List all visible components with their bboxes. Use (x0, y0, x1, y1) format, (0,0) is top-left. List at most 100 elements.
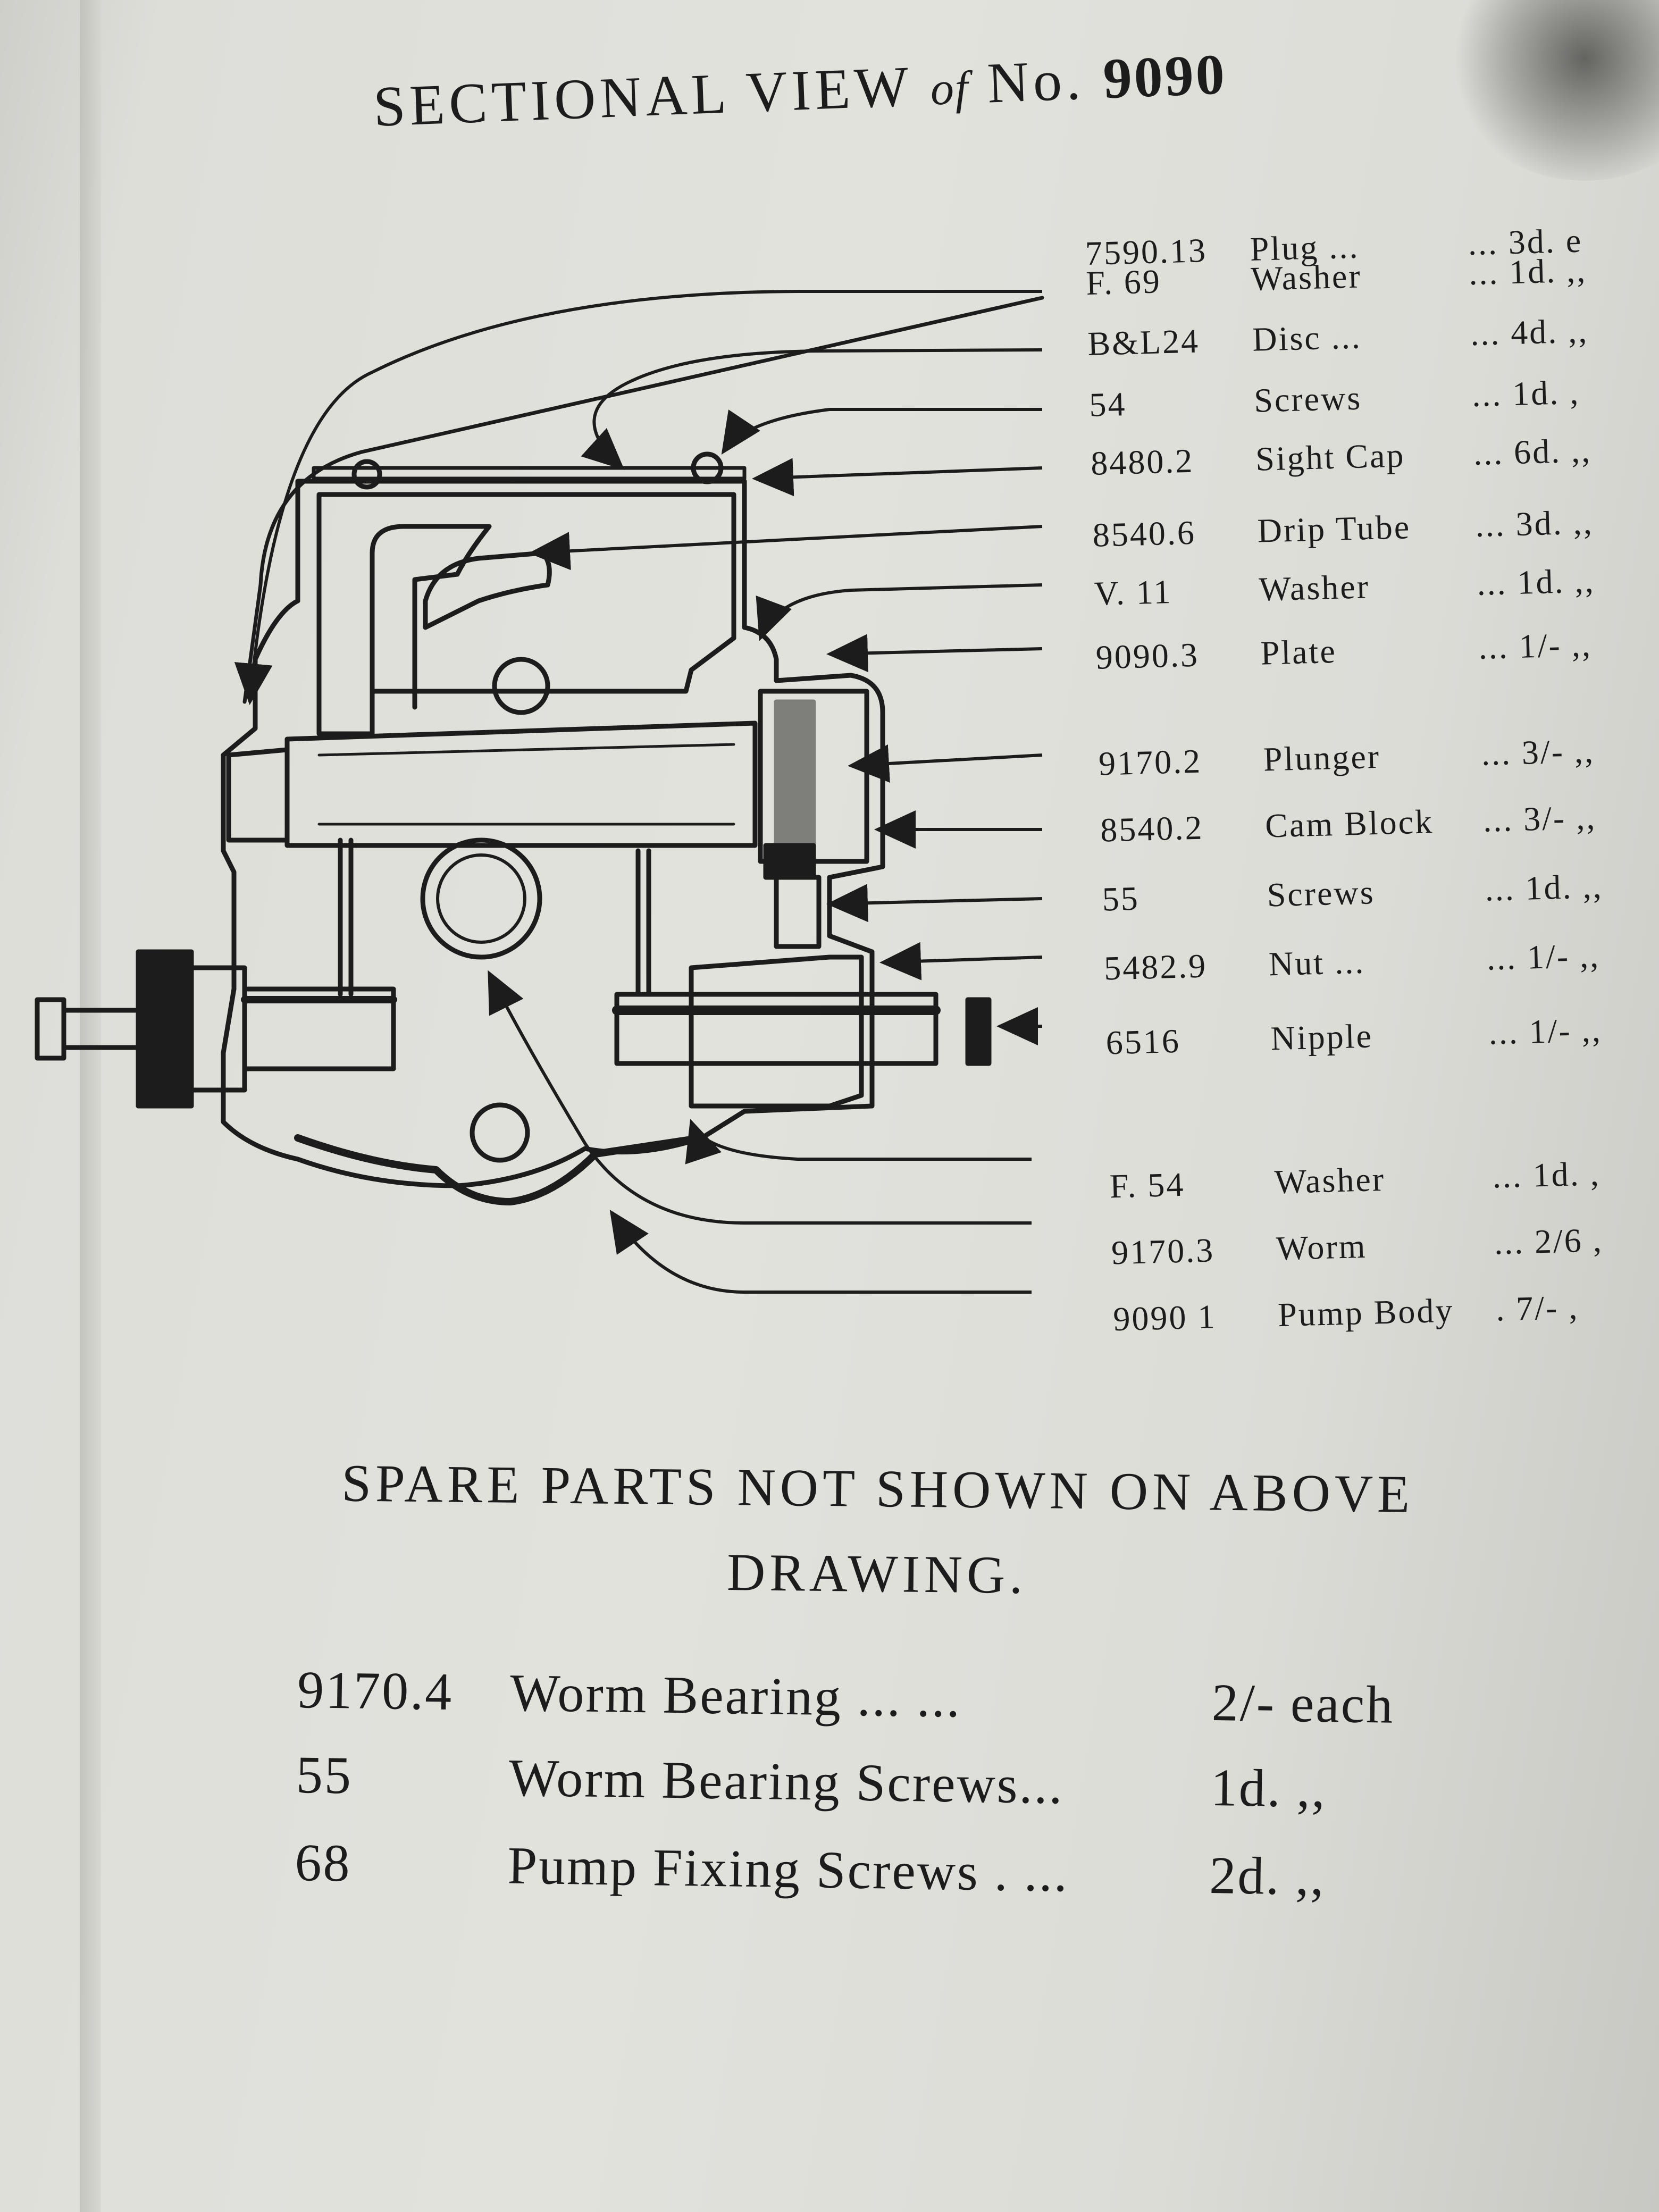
part-price: ... 1d. , (1471, 373, 1581, 414)
part-number: 8540.2 (1100, 808, 1204, 849)
leader-drip-tube (529, 525, 1043, 571)
leader-pump-body (609, 1210, 1032, 1294)
part-number: 54 (1088, 385, 1127, 424)
spare-price: 1d. ,, (1210, 1757, 1327, 1819)
leader-plate (826, 634, 1043, 673)
spare-parts-list: 9170.4 Worm Bearing ... ... 2/- each 55 … (294, 1659, 1521, 1953)
part-name: Nut ... (1268, 942, 1365, 983)
part-price: ... 3d. ,, (1474, 503, 1594, 544)
part-row: 8540.2 Cam Block ... 3/- ,, (1100, 795, 1659, 853)
part-number: 55 (1101, 879, 1140, 918)
spare-name: Worm Bearing Screws... (508, 1748, 1065, 1815)
part-row: 9090.3 Plate ... 1/- ,, (1095, 623, 1659, 681)
left-nipple (35, 997, 66, 1061)
part-name: Disc ... (1252, 317, 1362, 358)
part-row: 54 Screws ... 1d. , (1088, 370, 1659, 428)
part-price: ... 4d. ,, (1470, 312, 1589, 353)
drip-tube-hook (423, 550, 552, 630)
part-row: 8540.6 Drip Tube ... 3d. ,, (1092, 500, 1659, 558)
spare-number: 55 (296, 1745, 353, 1805)
pump-hole-upper (492, 657, 550, 715)
part-row: 55 Screws ... 1d. ,, (1102, 865, 1659, 923)
part-name: Washer (1258, 567, 1370, 608)
part-price: ... 1/- ,, (1488, 1011, 1603, 1052)
part-row: 9170.3 Worm ... 2/6 , (1111, 1218, 1659, 1276)
part-row: 9090 1 Pump Body . 7/- , (1112, 1285, 1659, 1343)
part-price: ... 6d. ,, (1473, 431, 1592, 472)
worm-ring-outer (420, 837, 542, 960)
spare-number: 9170.4 (297, 1660, 454, 1722)
sight-cap (312, 466, 747, 481)
part-number: 9170.3 (1111, 1231, 1216, 1272)
part-number: 9090 1 (1112, 1297, 1217, 1338)
part-name: Plunger (1263, 737, 1381, 778)
bottom-washer (294, 1134, 706, 1205)
spare-price: 2/- each (1211, 1673, 1395, 1735)
leader-washer-v11 (756, 583, 1043, 641)
part-name: Nipple (1270, 1017, 1373, 1058)
part-price: ... 1d. ,, (1484, 867, 1604, 908)
part-name: Pump Body (1277, 1291, 1455, 1334)
worm-ring-inner (436, 853, 526, 944)
part-price: ... 2/6 , (1493, 1221, 1604, 1262)
leader-nut (879, 942, 1043, 981)
part-name: Washer (1273, 1160, 1386, 1201)
part-row: 6516 Nipple ... 1/- ,, (1105, 1008, 1659, 1066)
drip-tube (370, 524, 492, 710)
part-name: Drip Tube (1256, 508, 1411, 550)
part-number: B&L24 (1087, 322, 1200, 363)
part-row: F. 54 Washer ... 1d. , (1109, 1152, 1659, 1210)
spare-heading-line2: DRAWING. (726, 1543, 1027, 1605)
leader-disc (581, 348, 1043, 471)
leader-screws-54 (721, 408, 1042, 455)
central-shaft (284, 720, 758, 848)
feed-pipe (242, 296, 1044, 704)
part-price: ... 1/- ,, (1486, 936, 1601, 977)
part-number: F. 54 (1109, 1165, 1186, 1205)
spare-name: Pump Fixing Screws . ... (507, 1836, 1069, 1903)
part-price: ... 1d. ,, (1468, 251, 1588, 292)
part-name: Plate (1260, 632, 1337, 672)
leader-worm (488, 970, 1032, 1225)
leader-washer-f54 (685, 1119, 1032, 1164)
cap-screw-right (691, 451, 724, 484)
part-name: Worm (1276, 1227, 1368, 1268)
spare-parts-heading: SPARE PARTS NOT SHOWN ON ABOVE DRAWING. (238, 1439, 1516, 1623)
part-price: ... 3/- ,, (1480, 732, 1595, 773)
spare-name: Worm Bearing ... ... (509, 1663, 962, 1729)
part-row: V. 11 Washer ... 1d. ,, (1094, 559, 1659, 617)
spare-heading-line1: SPARE PARTS NOT SHOWN ON ABOVE (341, 1453, 1414, 1524)
part-number: V. 11 (1093, 572, 1173, 613)
part-price: ... 1/- ,, (1478, 625, 1593, 666)
part-number: 8540.6 (1092, 513, 1196, 554)
part-number: 9170.2 (1098, 742, 1202, 783)
part-number: F. 69 (1085, 262, 1162, 302)
part-row: 8480.2 Sight Cap ... 6d. ,, (1090, 429, 1659, 487)
part-name: Cam Block (1264, 802, 1434, 845)
leader-sight-cap (752, 458, 1043, 497)
part-name: Sight Cap (1255, 436, 1406, 478)
part-number: 6516 (1105, 1021, 1181, 1062)
leader-plunger (848, 744, 1043, 783)
part-name: Screws (1266, 873, 1376, 914)
cap-screw-left (351, 459, 382, 490)
part-number: 9090.3 (1095, 635, 1200, 676)
part-name: Screws (1253, 379, 1363, 420)
part-name: Washer (1250, 257, 1362, 298)
parts-list: 7590.13 Plug ... ... 3d. e F. 69 Washer … (1085, 219, 1659, 1351)
pump-hole-lower (470, 1102, 530, 1163)
spare-row: 68 Pump Fixing Screws . ... 2d. ,, (295, 1832, 1519, 1918)
part-price: ... 1d. , (1492, 1154, 1601, 1195)
part-price: ... 3/- ,, (1482, 798, 1597, 839)
leader-screws-55 (826, 884, 1043, 923)
page-gutter (80, 0, 101, 2212)
right-nipple (614, 992, 939, 1066)
part-price: . 7/- , (1495, 1288, 1580, 1328)
spare-price: 2d. ,, (1209, 1845, 1326, 1907)
part-row: 5482.9 Nut ... ... 1/- ,, (1103, 934, 1659, 992)
part-row: B&L24 Disc ... ... 4d. ,, (1087, 309, 1659, 367)
part-number: 8480.2 (1090, 441, 1195, 482)
part-row: 9170.2 Plunger ... 3/- ,, (1098, 729, 1659, 787)
